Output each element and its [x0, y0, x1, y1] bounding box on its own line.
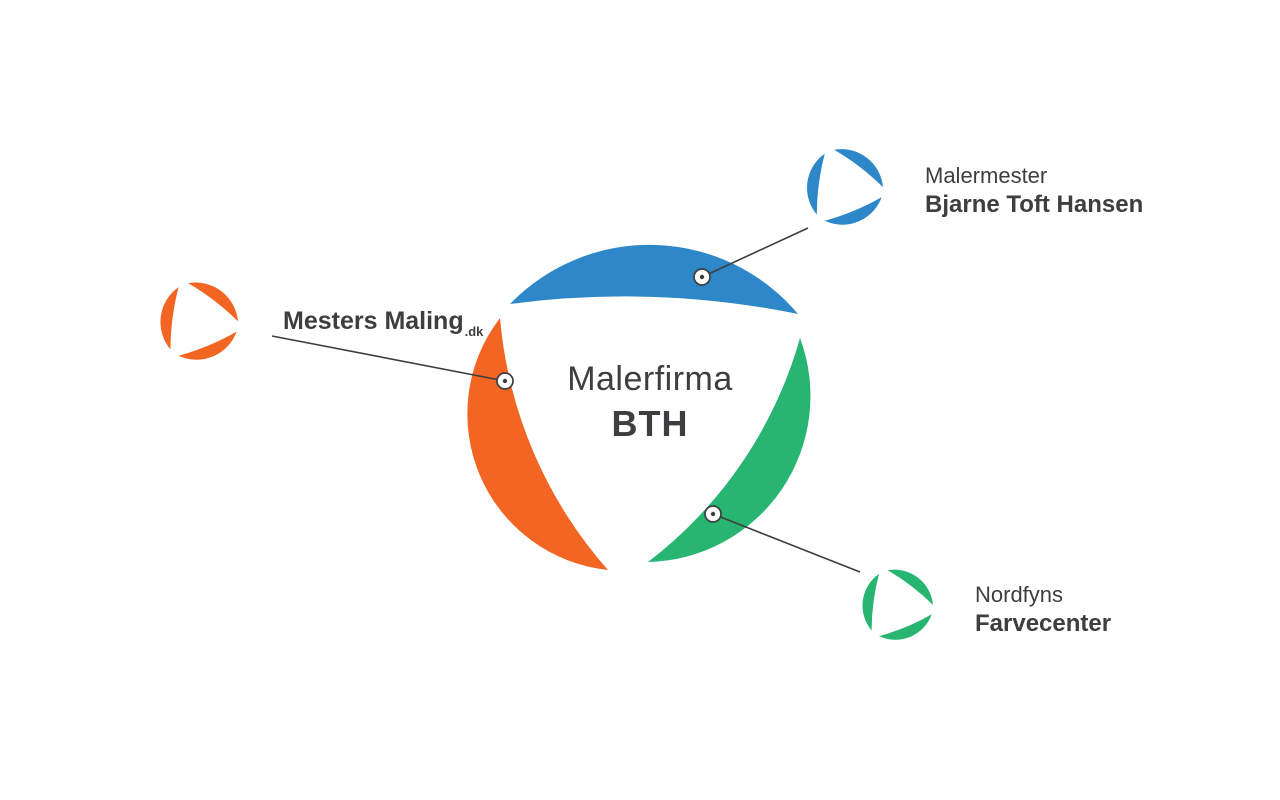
connector-node-mesters-maling [496, 372, 514, 390]
label-mesters-maling: Mesters Maling.dk [283, 306, 484, 339]
label-mesters-maling-name: Mesters Maling [283, 307, 464, 335]
label-nordfyns-line2: Farvecenter [975, 609, 1112, 637]
small-logo-malermester [791, 149, 883, 240]
central-brush-stroke-blue [510, 244, 798, 314]
label-nordfyns-farvecenter: Nordfyns Farvecenter [975, 582, 1111, 638]
central-brush-stroke-green [648, 338, 811, 562]
small-logo-mesters-maling [144, 282, 238, 376]
label-nordfyns-line1: Nordfyns [975, 582, 1064, 607]
connector-node-malermester [693, 268, 711, 286]
central-logo-text: Malerfirma BTH [505, 360, 795, 445]
label-malermester-line2: Bjarne Toft Hansen [925, 190, 1144, 218]
connector-dot [502, 378, 508, 384]
central-logo-subtitle: BTH [611, 403, 689, 444]
connector-line-nordfyns [712, 513, 861, 573]
label-malermester-line1: Malermester [925, 163, 1048, 188]
connector-node-nordfyns [704, 505, 722, 523]
label-malermester-bth: Malermester Bjarne Toft Hansen [925, 163, 1143, 219]
small-logo-nordfyns [848, 569, 933, 654]
connector-line-mesters-maling [271, 335, 506, 382]
connector-dot [699, 274, 705, 280]
connector-dot [710, 511, 716, 517]
label-mesters-maling-suffix: .dk [464, 324, 484, 339]
connector-line-malermester [701, 227, 809, 278]
central-logo-title: Malerfirma [567, 360, 733, 398]
